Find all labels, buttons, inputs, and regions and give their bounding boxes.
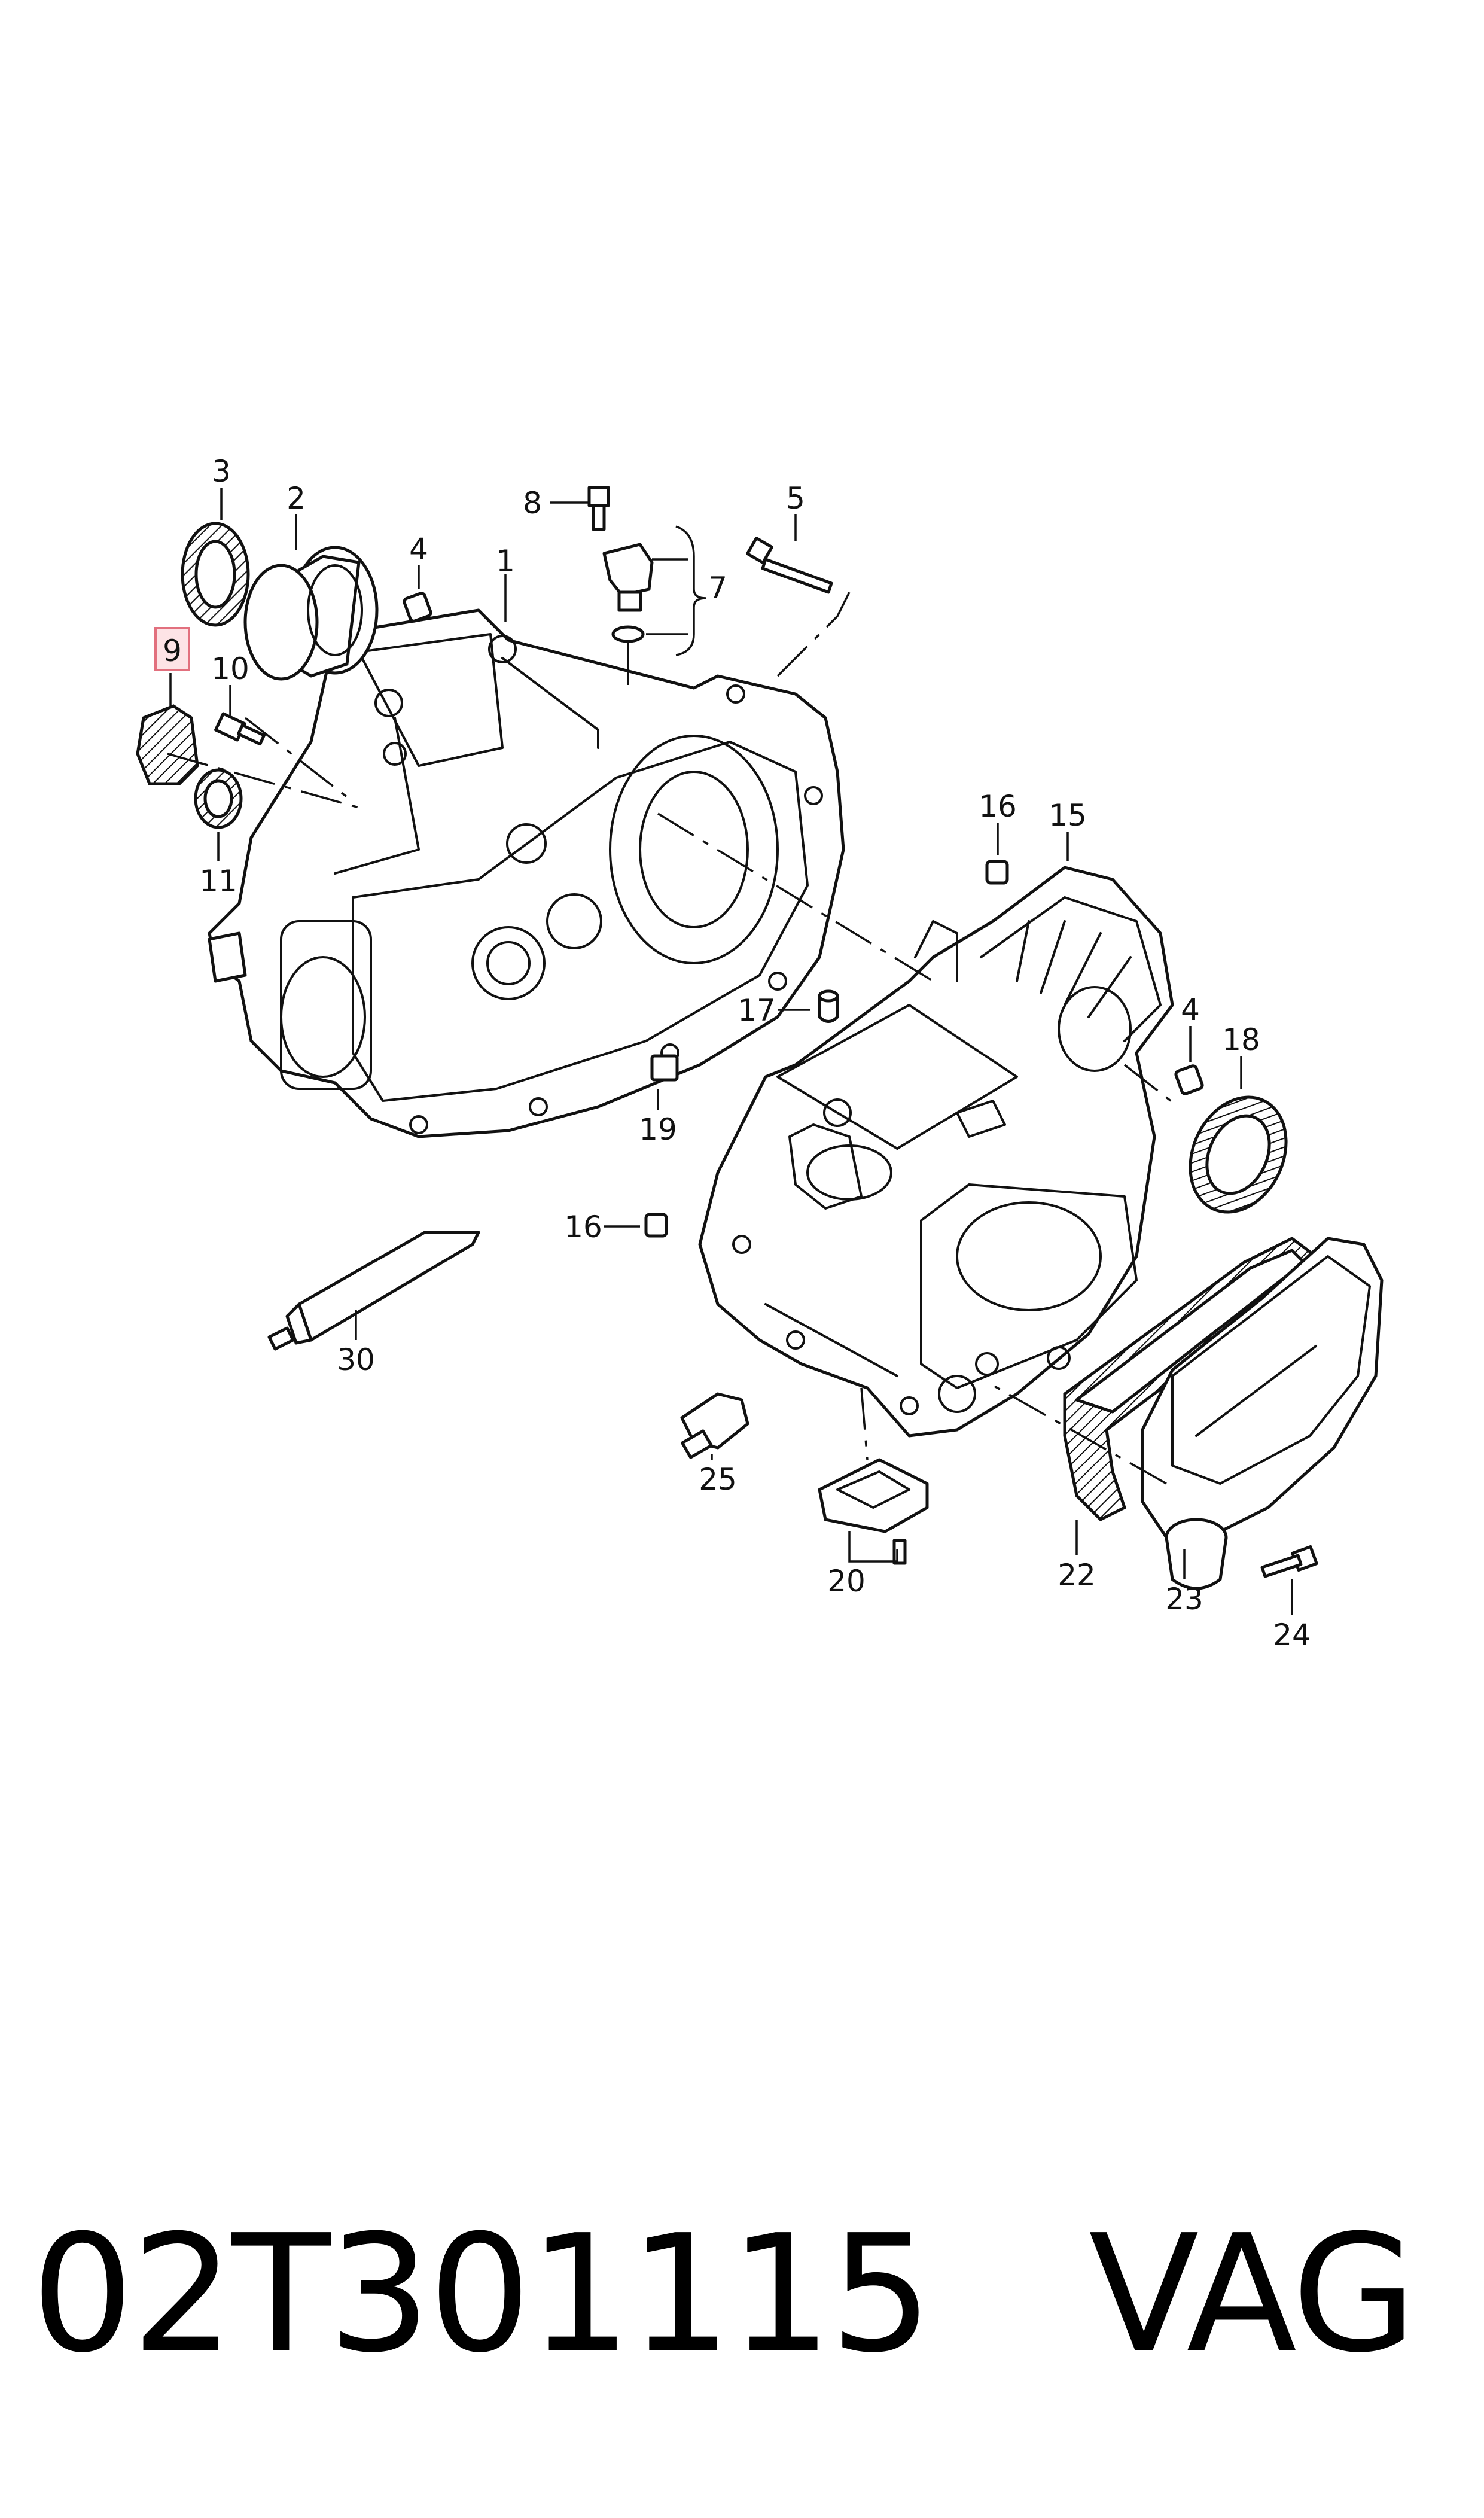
seal-9 xyxy=(136,704,199,785)
callout-18: 18 xyxy=(1222,1022,1260,1057)
callout-1: 1 xyxy=(496,544,515,578)
callout-15: 15 xyxy=(1049,798,1087,833)
sensor-7 xyxy=(602,543,654,643)
sensor-25 xyxy=(680,1392,749,1459)
callout-5: 5 xyxy=(786,481,805,516)
bolt-5 xyxy=(746,537,833,594)
callout-17: 17 xyxy=(738,993,776,1028)
callout-22: 22 xyxy=(1058,1558,1096,1593)
callout-23: 23 xyxy=(1165,1582,1203,1616)
clutch-housing xyxy=(208,608,845,1138)
callout-4b: 4 xyxy=(1181,992,1200,1027)
bolt-8 xyxy=(587,486,610,531)
callout-19: 19 xyxy=(639,1112,677,1147)
bolt-10 xyxy=(214,712,266,746)
callout-2: 2 xyxy=(287,481,306,516)
sealant-tube-30 xyxy=(267,1231,480,1351)
callout-3: 3 xyxy=(212,454,231,489)
callout-16b: 16 xyxy=(564,1210,602,1244)
bolt-24 xyxy=(1260,1545,1318,1578)
side-cover xyxy=(1141,1237,1384,1590)
dowel-4a xyxy=(403,592,432,623)
callout-8: 8 xyxy=(523,486,542,520)
callout-4a: 4 xyxy=(409,532,428,567)
callout-7: 7 xyxy=(708,571,727,605)
guide-sleeve xyxy=(243,546,379,681)
callout-25: 25 xyxy=(699,1462,737,1497)
dowel-16a xyxy=(985,860,1009,885)
callout-30: 30 xyxy=(337,1342,375,1377)
dowel-16b xyxy=(644,1213,668,1238)
plug-17 xyxy=(818,989,839,1023)
highlight-box-9 xyxy=(154,627,190,671)
callout-9: 9 xyxy=(163,634,182,668)
callout-16a: 16 xyxy=(979,789,1017,824)
callout-10: 10 xyxy=(211,651,249,686)
seal-ring-3 xyxy=(181,522,250,627)
callout-20: 20 xyxy=(827,1564,866,1599)
seal-ring-18 xyxy=(1189,1095,1288,1214)
clip-19 xyxy=(650,1054,679,1082)
brand-name: VAG xyxy=(1089,2200,1417,2388)
dowel-4b xyxy=(1174,1064,1204,1095)
ring-11 xyxy=(194,768,243,829)
bracket-20 xyxy=(818,1458,929,1565)
part-number: 02T301115 xyxy=(31,2200,933,2388)
callout-11: 11 xyxy=(199,864,237,899)
gearbox-housing xyxy=(698,866,1174,1438)
callout-24: 24 xyxy=(1273,1618,1311,1652)
